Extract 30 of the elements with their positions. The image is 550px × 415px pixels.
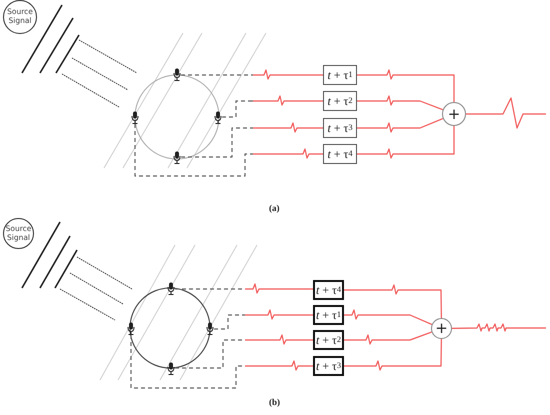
microphone-icon (173, 68, 181, 81)
signal-line (452, 323, 546, 332)
signal-line (181, 69, 323, 80)
microphone-icon (131, 111, 139, 124)
signal-line (181, 122, 323, 158)
microphone-icon (214, 111, 222, 124)
signal-line (466, 97, 546, 129)
signal-line (344, 332, 432, 345)
signal-line (357, 126, 455, 159)
signal-line (214, 309, 313, 330)
signal-line (357, 95, 444, 110)
panel-label: (a) (269, 203, 280, 213)
signal-line (357, 69, 455, 102)
signal-line (357, 118, 444, 133)
microphone-icon (173, 151, 181, 164)
signal-line (175, 334, 313, 369)
signal-line (222, 95, 323, 118)
signal-line (134, 124, 323, 177)
summing-junction: + (442, 102, 466, 126)
microphone-icon (167, 282, 175, 295)
microphone-icon (127, 322, 135, 335)
microphone-icon (167, 362, 175, 375)
signal-line (344, 284, 442, 318)
panel-label: (b) (269, 397, 280, 407)
summing-junction: + (431, 318, 452, 339)
microphone-icon (206, 322, 214, 335)
signal-line (175, 283, 313, 294)
signal-line (344, 339, 442, 371)
signal-line (130, 335, 313, 389)
signal-line (344, 309, 432, 325)
